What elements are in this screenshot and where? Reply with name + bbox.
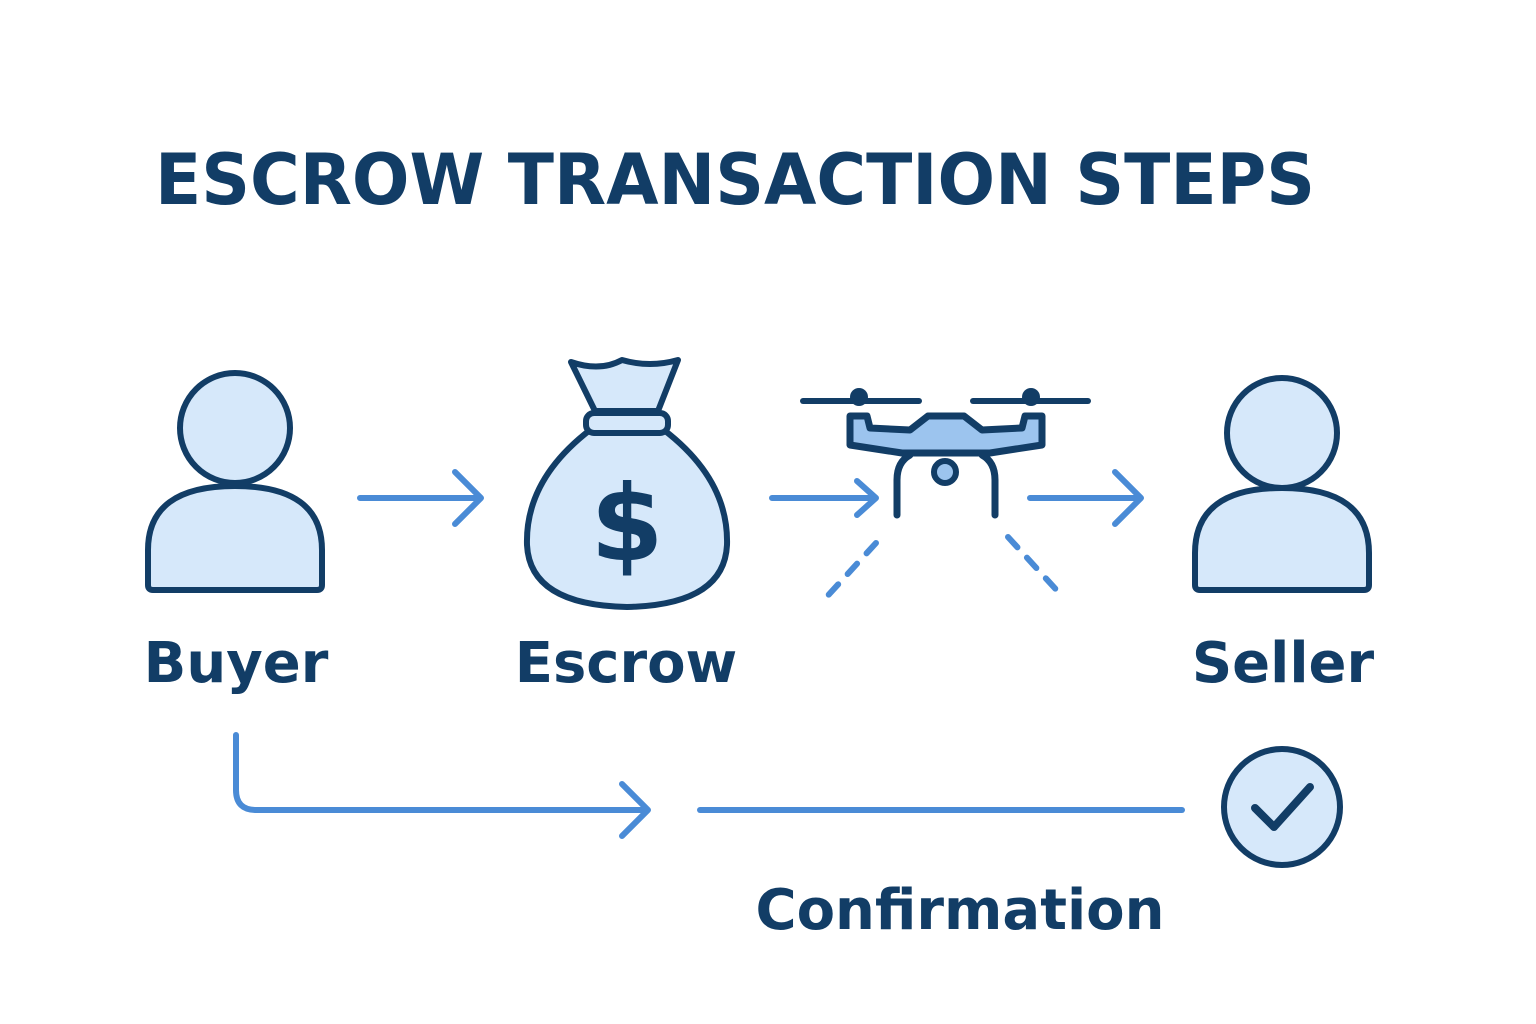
- diagram-title: ESCROW TRANSACTION STEPS: [155, 139, 1315, 221]
- check-circle-icon: [1221, 746, 1343, 868]
- confirmation-label: Confirmation: [755, 878, 1164, 943]
- seller-label: Seller: [1192, 631, 1375, 696]
- buyer-person-icon: [145, 370, 325, 593]
- arrow-buyer-to-escrow: [357, 469, 484, 527]
- escrow-label: Escrow: [515, 631, 738, 696]
- drone-icon: [800, 388, 1091, 605]
- money-bag-icon: $: [523, 357, 731, 610]
- arrow-escrow-to-drone: [769, 478, 879, 518]
- buyer-label: Buyer: [144, 631, 329, 696]
- seller-person-icon: [1192, 375, 1372, 593]
- dollar-sign-icon: $: [590, 463, 663, 585]
- arrow-drone-to-seller: [1027, 469, 1144, 527]
- confirmation-flow-arrow: [233, 732, 1185, 839]
